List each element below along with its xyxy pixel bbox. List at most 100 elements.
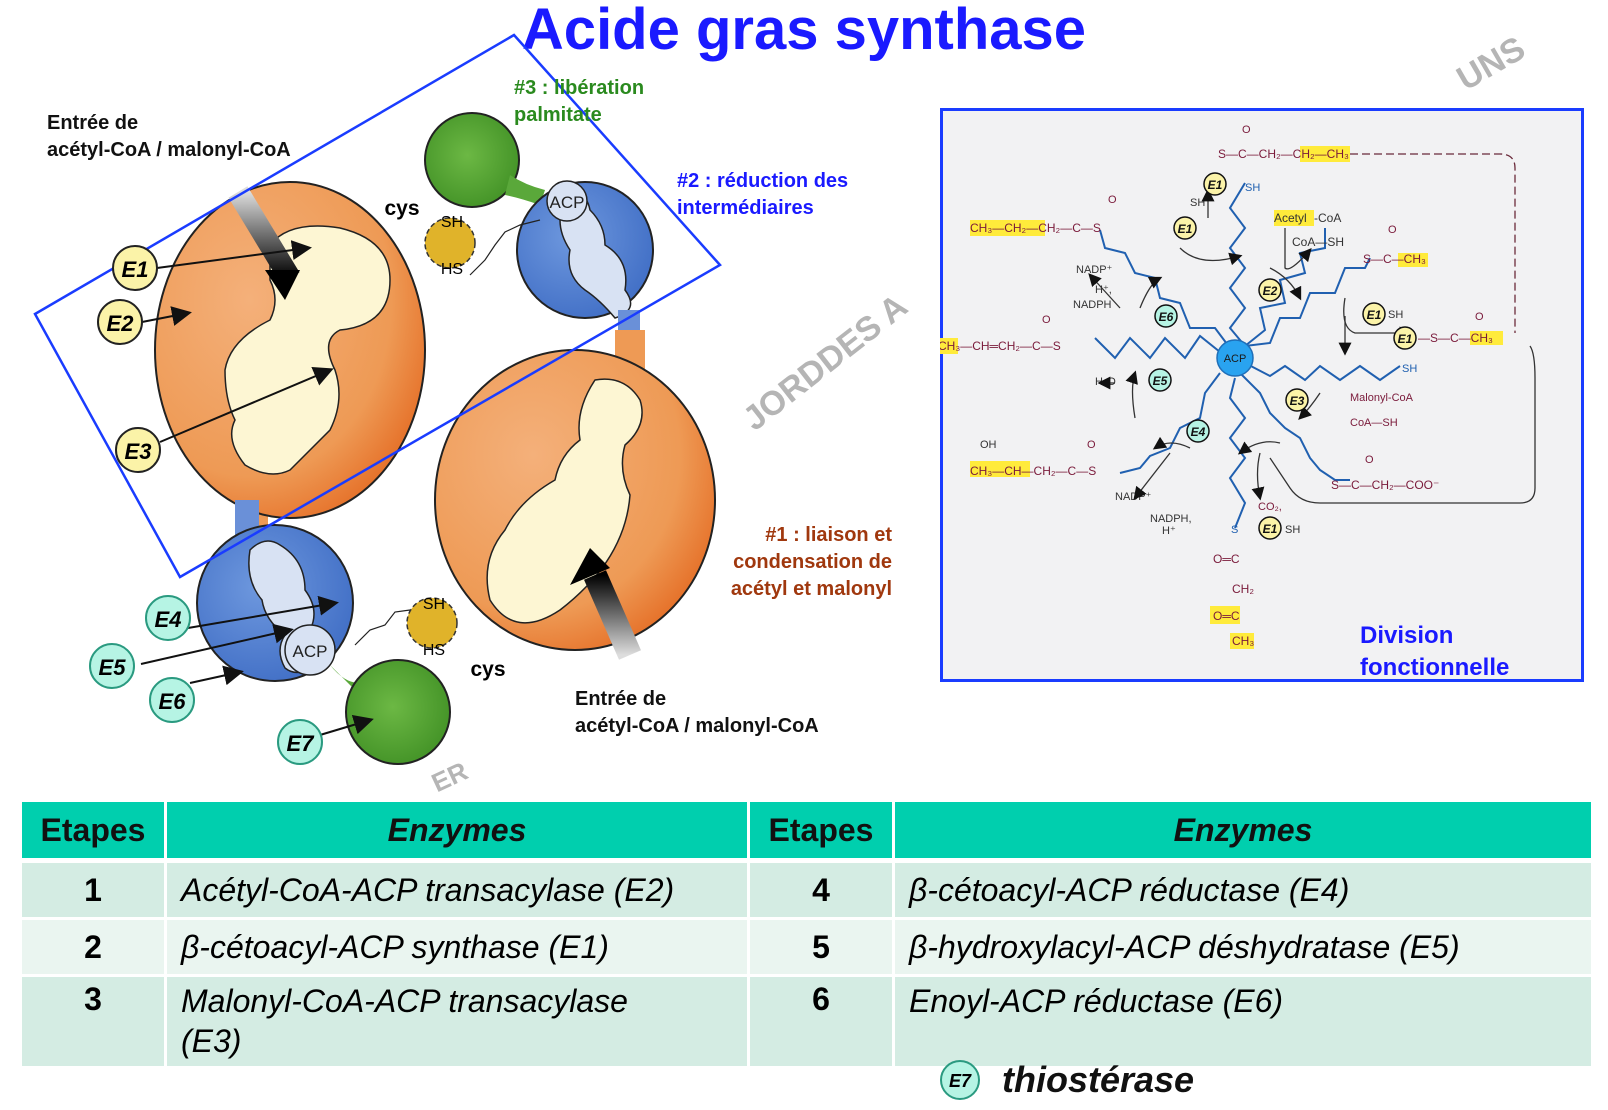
- thioesterase-note: E7 thiostérase: [938, 1058, 1194, 1102]
- enzyme-cell: Acétyl-CoA-ACP transacylase (E2): [165, 860, 750, 920]
- header-enzymes-a: Enzymes: [165, 802, 750, 863]
- chem-s: S: [1231, 524, 1238, 536]
- svg-text:E3: E3: [125, 439, 152, 464]
- enzyme-cell: Enoyl-ACP réductase (E6): [893, 975, 1594, 1069]
- reaction-arrows: [1088, 188, 1413, 501]
- svg-text:E5: E5: [1153, 374, 1168, 388]
- step1-label: #1 : liaison et condensation de acétyl e…: [660, 522, 892, 603]
- chem-coa-sh-2: CoA—SH: [1350, 417, 1398, 429]
- enzyme-cell: β-hydroxylacyl-ACP déshydratase (E5): [893, 918, 1594, 977]
- step-cell: 3: [22, 975, 167, 1069]
- condensation-domain-bottom: [434, 330, 716, 660]
- chem-oh: OH: [980, 439, 997, 451]
- header-etapes-b: Etapes: [748, 802, 895, 863]
- svg-text:E2: E2: [1263, 284, 1278, 298]
- svg-text:E7: E7: [287, 731, 316, 756]
- module-highlight-box: [33, 33, 722, 579]
- thioesterase-domain-top: [424, 112, 545, 208]
- reduction-domain-bottom: ACP: [196, 500, 354, 682]
- chem-h2o: H₂O: [1095, 376, 1116, 388]
- thioesterase-domain-bottom: [330, 659, 451, 765]
- svg-text:E1: E1: [122, 257, 149, 282]
- fas-dimer-diagram: ACP ACP SH HS cys SH HS: [33, 33, 722, 765]
- svg-text:E4: E4: [155, 607, 182, 632]
- step3-label-line1: #3 : libération: [514, 77, 645, 99]
- panel-label: Division fonctionnelle: [1360, 620, 1509, 684]
- step1-label-line3: acétyl et malonyl: [730, 578, 892, 600]
- badge-e3: E3: [115, 427, 161, 473]
- table-header-row: Etapes Enzymes Etapes Enzymes: [22, 802, 1594, 863]
- chem-top-chain: S—C—CH₂—CH₂—CH₃: [1218, 147, 1349, 161]
- panel-badge-e3: E3: [1285, 388, 1309, 412]
- condensation-domain-top: [154, 181, 426, 530]
- pantetheine-sphere-top: SH HS cys: [384, 197, 541, 278]
- svg-text:E1: E1: [1367, 308, 1382, 322]
- entry-label-top: Entrée de acétyl-CoA / malonyl-CoA: [47, 110, 291, 164]
- chem-o: O: [1042, 314, 1051, 326]
- chem-sh: SH: [1402, 363, 1417, 375]
- chem-acetyl-thio: S—C—CH₃: [1363, 252, 1426, 266]
- svg-text:E6: E6: [1159, 310, 1174, 324]
- step-cell: 6: [748, 975, 895, 1069]
- step1-label-line1: #1 : liaison et: [765, 524, 892, 546]
- badge-e2: E2: [97, 299, 143, 345]
- svg-text:E5: E5: [99, 655, 127, 680]
- chem-ch3: CH₃: [1232, 634, 1254, 648]
- chem-sh-e1: SH: [1190, 197, 1205, 209]
- svg-text:E1: E1: [1263, 522, 1278, 536]
- step-cell: 5: [748, 918, 895, 977]
- entry-label-top-line1: Entrée de: [47, 112, 139, 134]
- entry-label-bottom-line2: acétyl-CoA / malonyl-CoA: [575, 715, 819, 737]
- acp-label-top: ACP: [550, 193, 585, 212]
- step3-label-line2: palmitate: [514, 104, 602, 126]
- header-enzymes-b: Enzymes: [893, 802, 1594, 863]
- panel-badge-e1-bottom: E1: [1258, 516, 1282, 540]
- chem-malonyl-coa: Malonyl-CoA: [1350, 392, 1414, 404]
- entry-label-bottom: Entrée de acétyl-CoA / malonyl-CoA: [575, 686, 819, 740]
- cys-label-bottom: cys: [470, 658, 505, 681]
- chem-o: O: [1242, 124, 1251, 136]
- hs-label: HS: [423, 642, 445, 659]
- panel-badge-e4: E4: [1186, 419, 1210, 443]
- cys-label-top: cys: [384, 197, 419, 220]
- svg-text:E4: E4: [1191, 425, 1206, 439]
- acp-center-label: ACP: [1224, 353, 1247, 365]
- badge-arrows: [140, 240, 374, 736]
- panel-badge-e6: E6: [1154, 304, 1178, 328]
- badge-e7-table: E7: [940, 1060, 980, 1100]
- chem-oc: O═C: [1213, 552, 1240, 566]
- svg-text:E1: E1: [1178, 222, 1193, 236]
- entry-label-bottom-line1: Entrée de: [575, 688, 667, 710]
- badge-e5: E5: [89, 643, 135, 689]
- chem-o: O: [1365, 454, 1374, 466]
- step2-label: #2 : réduction des intermédiaires: [677, 168, 848, 222]
- panel-badge-e1-left: E1: [1173, 216, 1197, 240]
- step3-label: #3 : libération palmitate: [514, 75, 644, 129]
- svg-text:E3: E3: [1290, 394, 1305, 408]
- badge-e7: E7: [277, 719, 323, 765]
- svg-text:E1: E1: [1398, 332, 1413, 346]
- badge-e1: E1: [112, 245, 158, 291]
- step-cell: 2: [22, 918, 167, 977]
- chem-o: O: [1475, 311, 1484, 323]
- acp-label-bottom: ACP: [293, 642, 328, 661]
- chem-nadph: NADPH: [1073, 299, 1112, 311]
- reduction-domain-top: ACP: [516, 180, 654, 350]
- table-row: 1 Acétyl-CoA-ACP transacylase (E2) 4 β-c…: [22, 860, 1594, 920]
- hs-label: HS: [441, 261, 463, 278]
- svg-text:E1: E1: [1208, 178, 1223, 192]
- chem-nadp: NADP⁺: [1076, 264, 1113, 276]
- chem-coa-sh: CoA—SH: [1292, 235, 1344, 249]
- chem-sh-co2: SH: [1285, 524, 1300, 536]
- step1-label-line2: condensation de: [733, 551, 892, 573]
- panel-badge-e1-top: E1: [1203, 172, 1227, 196]
- chem-e1-acetyl: —S—C—CH₃: [1418, 331, 1493, 345]
- chem-malonyl-thio: S—C—CH₂—COO⁻: [1331, 478, 1439, 492]
- enzyme-cell: β-cétoacyl-ACP réductase (E4): [893, 860, 1594, 920]
- sh-label: SH: [441, 214, 463, 231]
- chem-acetyl: Acetyl: [1274, 211, 1307, 225]
- acp-center: [1216, 339, 1254, 377]
- thioesterase-label: thiostérase: [1002, 1059, 1195, 1100]
- panel-badge-e1-right-b: E1: [1393, 326, 1417, 350]
- panel-badge-e2: E2: [1258, 278, 1282, 302]
